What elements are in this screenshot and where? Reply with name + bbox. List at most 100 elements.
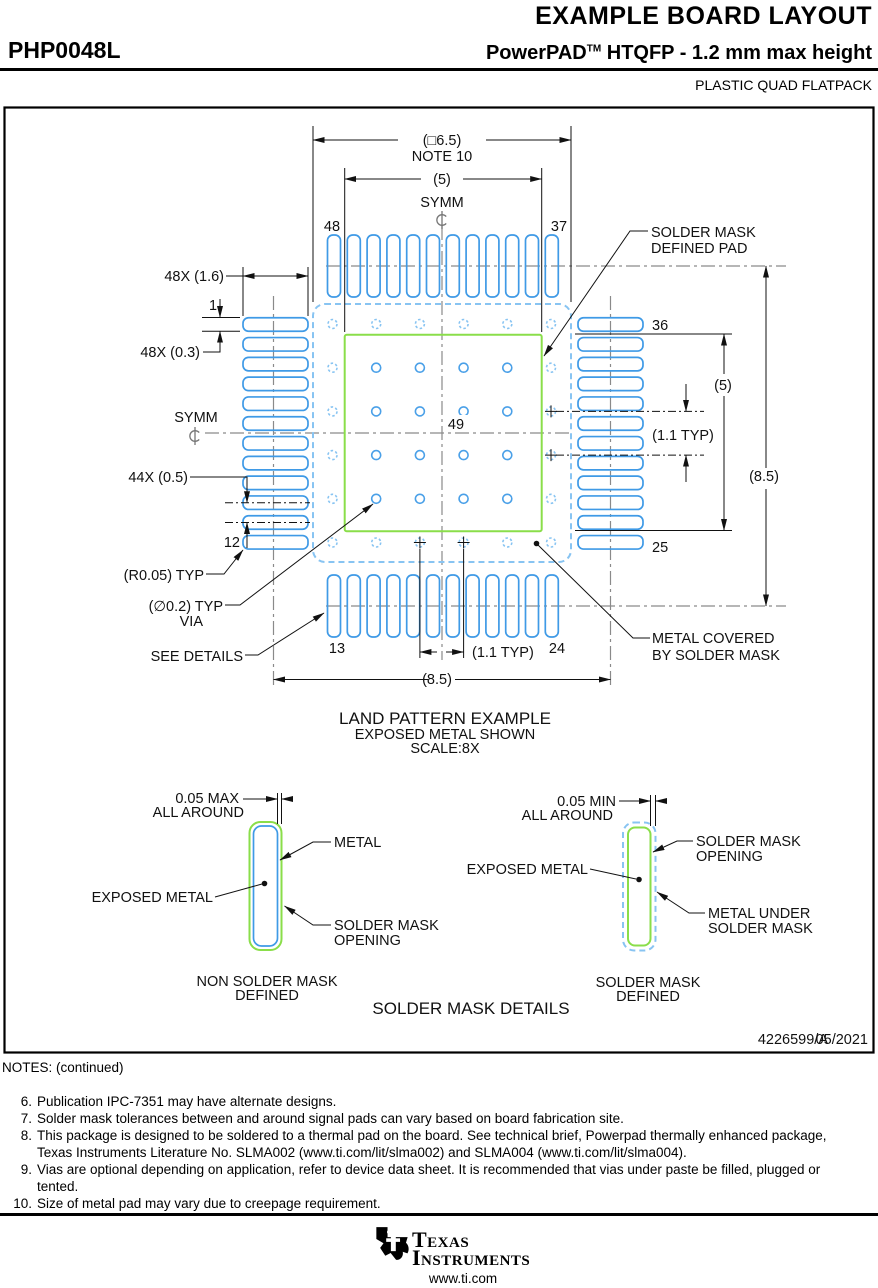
pad <box>445 574 461 638</box>
via <box>501 493 513 505</box>
pad <box>242 475 309 491</box>
note-number: 7. <box>20 1111 32 1126</box>
mask-opening-leader <box>652 840 693 853</box>
tick-lines <box>650 795 656 826</box>
pad <box>577 376 644 392</box>
pad <box>577 396 644 412</box>
tick-lines <box>277 793 282 824</box>
i-bar <box>390 1234 396 1252</box>
solder-mask-details <box>214 793 705 952</box>
leader-line <box>190 476 250 504</box>
dim-corner-label: (R0.05) TYP <box>124 568 204 584</box>
pad <box>544 234 560 298</box>
metal-under-label: METAL UNDER <box>708 906 810 922</box>
package-name: PowerPAD <box>485 42 587 64</box>
via <box>545 362 557 374</box>
exposed-metal-label: EXPOSED METAL <box>467 862 588 878</box>
pad <box>577 435 644 451</box>
smd-dim-label: 0.05 MIN <box>557 794 616 810</box>
note-number: 6. <box>20 1094 32 1109</box>
via <box>414 318 426 330</box>
brand-line2: Instruments <box>412 1245 531 1270</box>
via <box>458 318 469 330</box>
via-leader <box>225 503 374 606</box>
note-number: 10. <box>13 1196 32 1211</box>
mask-opening-leader <box>284 905 331 926</box>
pad <box>577 455 644 471</box>
smd-caption2: DEFINED <box>616 989 680 1005</box>
dim-pitch-label: 44X (0.5) <box>128 470 188 486</box>
via <box>327 406 338 417</box>
pad <box>577 415 644 432</box>
note-text: Vias are optional depending on applicati… <box>37 1162 821 1194</box>
pin-36-label: 36 <box>652 318 668 334</box>
via-crosshair <box>545 449 557 462</box>
note-number: 9. <box>20 1162 32 1177</box>
exposed-metal-leader <box>589 868 637 880</box>
pad <box>242 534 309 550</box>
pad <box>544 574 560 638</box>
smd-caption: SOLDER MASK <box>596 975 701 991</box>
pin-24-label: 24 <box>549 641 565 657</box>
note-item: 8. This package is designed to be soldere… <box>0 1127 874 1161</box>
details-title: SOLDER MASK DETAILS <box>372 999 569 1018</box>
via <box>327 537 338 548</box>
note-item: 9. Vias are optional depending on applica… <box>0 1161 874 1195</box>
leader-line <box>206 549 244 575</box>
via <box>327 318 338 330</box>
package-desc: HTQFP - 1.2 mm max height <box>601 42 872 64</box>
pad <box>577 534 644 550</box>
note-number: 8. <box>20 1128 32 1143</box>
note-text: This package is designed to be soldered … <box>37 1128 827 1160</box>
pad <box>346 574 362 638</box>
smd-dim-label2: ALL AROUND <box>522 808 613 824</box>
dim-right-85-label: (8.5) <box>749 469 779 485</box>
via <box>501 406 513 417</box>
pad <box>577 356 644 372</box>
ti-wordmark: Texas Instruments <box>412 1229 531 1270</box>
pad <box>366 574 381 638</box>
mask-opening-label2: OPENING <box>696 849 763 865</box>
note-text: Publication IPC-7351 may have alternate … <box>37 1094 337 1109</box>
exposed-metal-leader <box>214 883 263 898</box>
via <box>414 449 426 461</box>
pin-37-label: 37 <box>551 219 567 235</box>
see-details-label: SEE DETAILS <box>151 649 243 665</box>
signal-pads <box>242 234 644 638</box>
nsmd-caption2: DEFINED <box>235 988 299 1004</box>
via <box>501 537 513 548</box>
via-crosshair <box>457 536 470 549</box>
note-item: 6. Publication IPC-7351 may have alternat… <box>0 1093 874 1110</box>
pad <box>242 435 309 451</box>
via <box>501 318 513 330</box>
drawing-border <box>3 106 875 1054</box>
via <box>545 318 557 330</box>
dim-pad-w-label: 48X (0.3) <box>140 345 200 361</box>
pad <box>242 376 309 392</box>
smd-mask-opening <box>627 826 652 947</box>
leader-dot <box>636 876 642 883</box>
metal-covered-leader <box>536 543 650 639</box>
note-item: 7.Solder mask tolerances between and aro… <box>0 1110 874 1127</box>
dim-via-label2: VIA <box>180 614 204 630</box>
pad <box>326 234 342 298</box>
dim-pad-len-label: 48X (1.6) <box>164 269 224 285</box>
via <box>414 362 426 374</box>
pad <box>242 396 309 412</box>
exposed-thermal-pad <box>343 333 543 533</box>
pad <box>346 234 362 298</box>
solder-mask-opening-rect <box>312 303 572 563</box>
smd-metal-under-mask <box>622 821 657 952</box>
via <box>545 537 557 548</box>
via <box>370 406 382 417</box>
metal-leader <box>279 841 331 861</box>
pad <box>485 234 500 298</box>
i-dot <box>386 1229 392 1235</box>
nsmd-mask-opening <box>248 821 283 951</box>
dim-body-label: (□6.5) <box>423 133 462 149</box>
pad <box>445 234 461 298</box>
pad <box>242 336 309 352</box>
dim-via-label: (∅0.2) TYP <box>149 599 223 615</box>
pad <box>425 234 441 298</box>
